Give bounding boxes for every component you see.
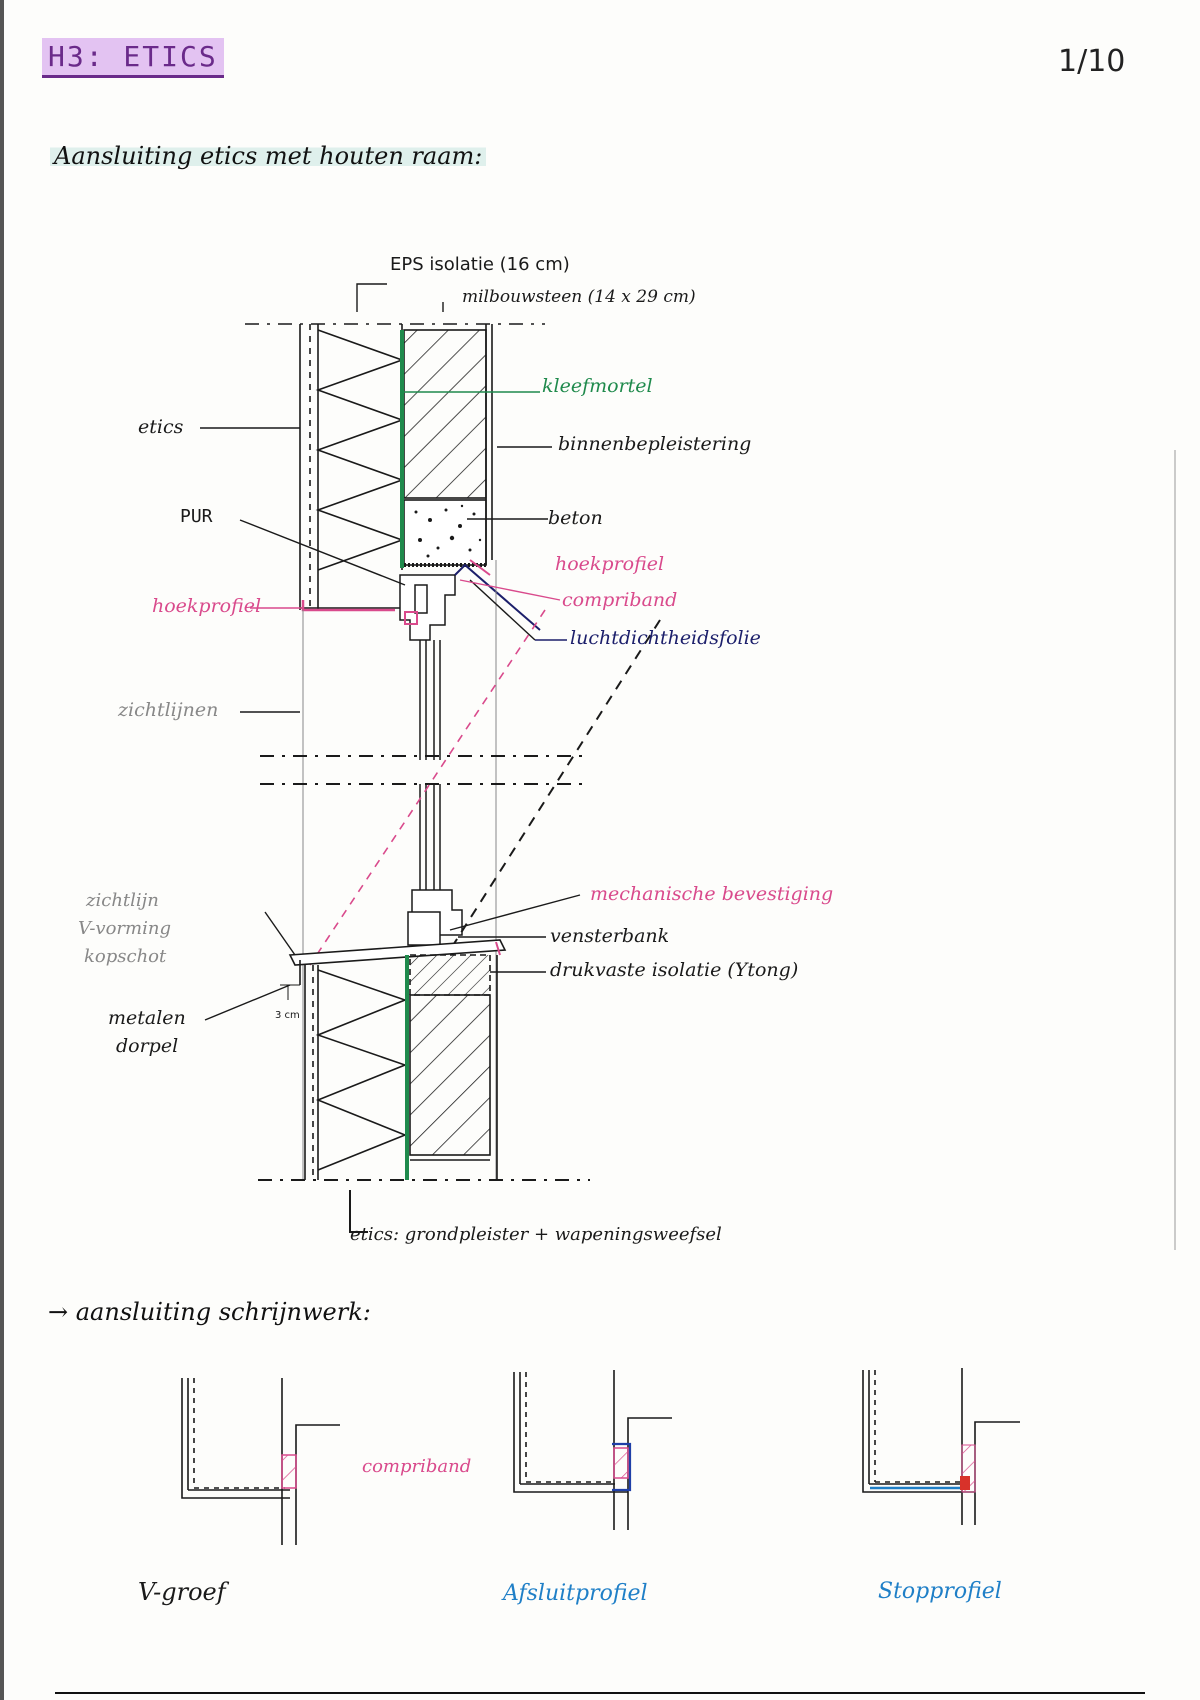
leader-pink [250, 579, 561, 609]
sight-guides [302, 560, 497, 1180]
label-dimension: 3 cm [275, 1010, 300, 1021]
window-frame-upper [399, 574, 456, 760]
section-heading-joinery: → aansluiting schrijnwerk: [48, 1298, 371, 1326]
leader-lines [200, 283, 581, 1021]
detail-stopprofiel [862, 1368, 1020, 1525]
eps-insulation-zigzag-lower [315, 969, 408, 1171]
sightline-black [449, 619, 661, 951]
caption-v-groef: V-groef [138, 1578, 230, 1606]
lower-wall [258, 954, 590, 1233]
label-corner-profile-right: hoekprofiel [555, 553, 664, 575]
concrete-speckle [414, 504, 482, 558]
section-subtitle: Aansluiting etics met houten raam: [50, 142, 487, 170]
label-masonry-block: milbouwsteen (14 x 29 cm) [462, 287, 696, 307]
label-pur: PUR [180, 506, 213, 527]
label-metal-sill-2: dorpel [116, 1035, 178, 1057]
label-compriband: compriband [562, 589, 677, 611]
eps-insulation-zigzag [315, 329, 405, 571]
label-etics: etics [138, 416, 184, 438]
masonry-block-lower [409, 994, 491, 1156]
label-compriband-detail: compriband [362, 1456, 471, 1477]
break-lines-middle [260, 755, 590, 785]
ytong-block [409, 954, 491, 996]
detail-afsluitprofiel [513, 1370, 672, 1530]
label-mechanical-fixing: mechanische bevestiging [590, 883, 833, 905]
label-sightline-v-1: zichtlijn [85, 890, 159, 911]
label-sightlines: zichtlijnen [117, 699, 218, 721]
label-bottom-note: etics: grondpleister + wapeningsweefsel [350, 1224, 722, 1245]
label-sightline-v-3: kopschot [84, 946, 167, 967]
detail-v-groef [181, 1378, 340, 1545]
page-number: 1/10 [1058, 44, 1126, 79]
label-corner-profile-left: hoekprofiel [152, 595, 261, 617]
label-adhesive-mortar: kleefmortel [542, 375, 653, 397]
label-concrete: beton [548, 507, 603, 529]
window-glass-lower [407, 784, 463, 946]
airtight-foil-line [454, 563, 541, 631]
page-edge-shadow-right [1174, 450, 1176, 1250]
page-bottom-rule [55, 1692, 1145, 1694]
page-edge-shadow [0, 0, 4, 1700]
masonry-block-upper [403, 329, 487, 499]
chapter-title: H3: ETICS [42, 38, 224, 78]
label-sightline-v-2: V-vorming [78, 918, 171, 939]
label-inner-plaster: binnenbepleistering [558, 433, 751, 455]
caption-stopprofiel: Stopprofiel [878, 1579, 1002, 1604]
label-eps-insulation: EPS isolatie (16 cm) [390, 254, 570, 275]
label-metal-sill-1: metalen [108, 1007, 186, 1029]
label-window-sill: vensterbank [550, 925, 669, 947]
sightline-pink [309, 609, 546, 966]
window-sill [288, 939, 507, 985]
caption-afsluitprofiel: Afsluitprofiel [501, 1581, 648, 1606]
label-pressure-insulation: drukvaste isolatie (Ytong) [550, 959, 798, 981]
label-airtight-foil: luchtdichtheidsfolie [570, 627, 761, 649]
upper-wall [245, 323, 545, 612]
